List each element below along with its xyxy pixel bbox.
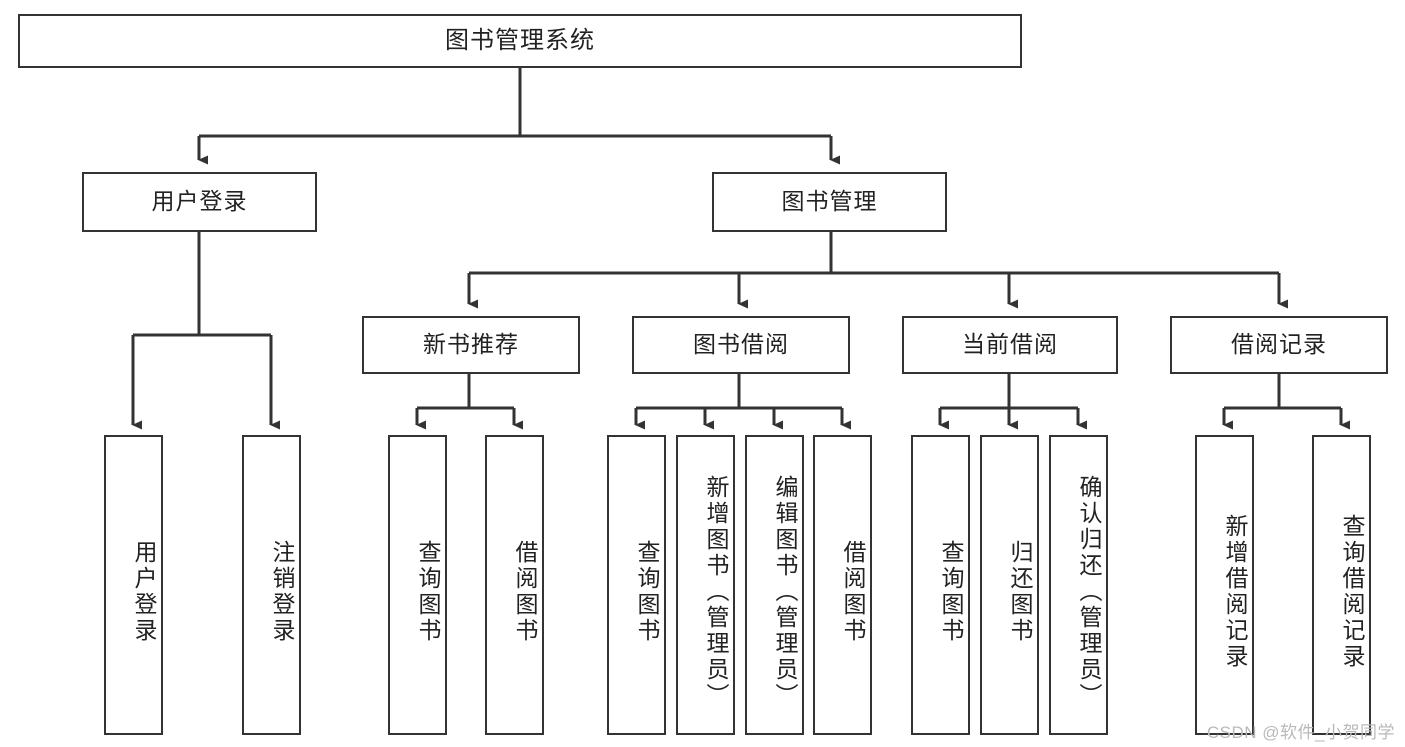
node-current-borrow[interactable]: 当前借阅	[902, 316, 1118, 374]
leaf-user-login-signin[interactable]: 用户登录	[104, 435, 163, 735]
node-book-management-label: 图书管理	[781, 188, 878, 215]
leaf-new-book-query-label: 查询图书	[415, 540, 441, 644]
node-root[interactable]: 图书管理系统	[18, 14, 1022, 68]
leaf-book-borrow-lend[interactable]: 借阅图书	[813, 435, 872, 735]
node-user-login[interactable]: 用户登录	[82, 172, 317, 232]
node-borrow-record[interactable]: 借阅记录	[1170, 316, 1388, 374]
node-borrow-record-label: 借阅记录	[1231, 331, 1327, 358]
leaf-user-login-signout-label: 注销登录	[269, 540, 295, 644]
node-root-label: 图书管理系统	[445, 26, 595, 54]
leaf-current-borrow-return-label: 归还图书	[1007, 540, 1033, 644]
node-user-login-label: 用户登录	[151, 188, 248, 215]
leaf-user-login-signout[interactable]: 注销登录	[242, 435, 301, 735]
leaf-new-book-borrow[interactable]: 借阅图书	[485, 435, 544, 735]
leaf-current-borrow-return[interactable]: 归还图书	[980, 435, 1039, 735]
node-book-borrow-label: 图书借阅	[693, 331, 789, 358]
leaf-current-borrow-confirm-label: 确认归还（管理员）	[1076, 475, 1102, 709]
leaf-borrow-record-add-label: 新增借阅记录	[1222, 514, 1248, 670]
leaf-book-borrow-query-label: 查询图书	[634, 540, 660, 644]
leaf-book-borrow-edit[interactable]: 编辑图书（管理员）	[745, 435, 804, 735]
leaf-new-book-borrow-label: 借阅图书	[512, 540, 538, 644]
leaf-borrow-record-query[interactable]: 查询借阅记录	[1312, 435, 1371, 735]
leaf-new-book-query[interactable]: 查询图书	[388, 435, 447, 735]
leaf-current-borrow-query-label: 查询图书	[938, 540, 964, 644]
leaf-borrow-record-add[interactable]: 新增借阅记录	[1195, 435, 1254, 735]
node-book-management[interactable]: 图书管理	[712, 172, 947, 232]
node-new-book-recommend[interactable]: 新书推荐	[362, 316, 580, 374]
leaf-book-borrow-add[interactable]: 新增图书（管理员）	[676, 435, 735, 735]
leaf-current-borrow-confirm[interactable]: 确认归还（管理员）	[1049, 435, 1108, 735]
leaf-book-borrow-edit-label: 编辑图书（管理员）	[772, 475, 798, 709]
node-book-borrow[interactable]: 图书借阅	[632, 316, 850, 374]
node-current-borrow-label: 当前借阅	[962, 331, 1058, 358]
leaf-book-borrow-add-label: 新增图书（管理员）	[703, 475, 729, 709]
node-new-book-recommend-label: 新书推荐	[423, 331, 519, 358]
leaf-book-borrow-query[interactable]: 查询图书	[607, 435, 666, 735]
leaf-current-borrow-query[interactable]: 查询图书	[911, 435, 970, 735]
leaf-user-login-signin-label: 用户登录	[131, 540, 157, 644]
leaf-borrow-record-query-label: 查询借阅记录	[1339, 514, 1365, 670]
leaf-book-borrow-lend-label: 借阅图书	[840, 540, 866, 644]
